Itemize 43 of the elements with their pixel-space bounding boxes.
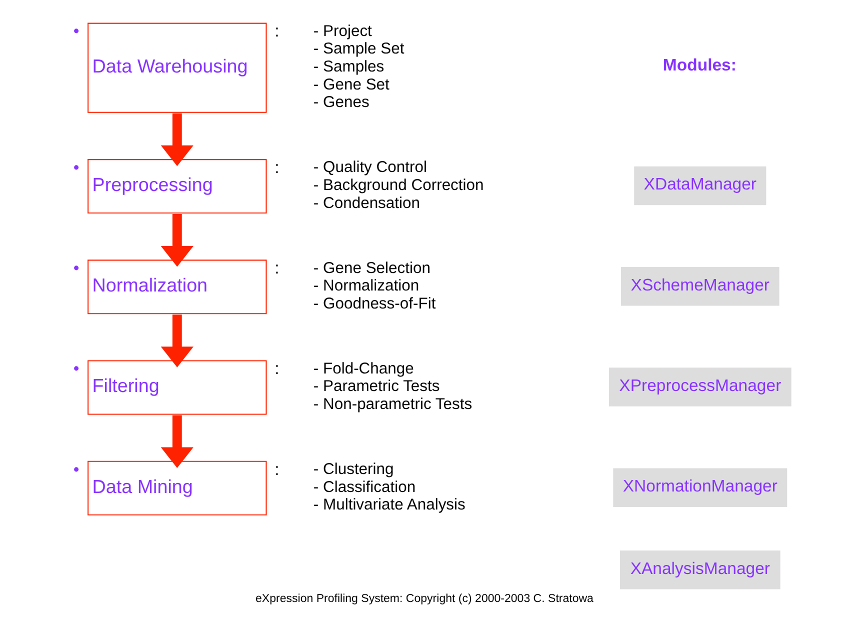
arrow xyxy=(160,113,194,166)
node-label: - Normalization xyxy=(313,278,420,295)
node-label: : xyxy=(274,22,280,41)
node-label: - Non-parametric Tests xyxy=(313,396,472,413)
node-box: Preprocessing xyxy=(88,159,267,214)
node-label: - Gene Set xyxy=(313,76,390,94)
node-label: - Gene Selection xyxy=(313,260,430,277)
node-label: • xyxy=(73,359,80,378)
node-box: Filtering xyxy=(88,360,267,415)
node-label: • xyxy=(73,258,80,278)
node-label: : xyxy=(274,158,280,177)
node-label: - Genes xyxy=(313,94,370,112)
node-label: - Sample Set xyxy=(313,40,404,58)
node-label: - Background Correction xyxy=(313,176,484,194)
node-label: : xyxy=(274,258,280,278)
node-label: - Clustering xyxy=(313,460,394,478)
node-label: • xyxy=(73,158,80,177)
node-box: Normalization xyxy=(88,260,267,314)
node-label: - Multivariate Analysis xyxy=(313,496,466,514)
node-box: XPreprocessManager xyxy=(608,368,792,406)
caption: eXpression Profiling System: Copyright (c) 2000-2003 C. Stratowa xyxy=(256,593,594,606)
label: Modules: xyxy=(662,55,736,74)
node-label: : xyxy=(274,359,280,378)
node-label: • xyxy=(73,22,80,41)
node-label: - Classification xyxy=(313,478,416,496)
node-label: • xyxy=(73,460,80,479)
node-box: XAnalysisManager xyxy=(620,550,780,590)
node-box: XDataManager xyxy=(634,166,766,206)
node-label: - Quality Control xyxy=(313,159,427,176)
node-label: - Samples xyxy=(313,58,384,76)
node-box: Data Warehousing xyxy=(88,22,267,113)
arrow xyxy=(160,214,194,267)
node-label: - Project xyxy=(313,22,372,40)
node-label: - Parametric Tests xyxy=(313,378,440,396)
arrow xyxy=(160,314,194,368)
node-label: : xyxy=(274,460,280,479)
node-box: XSchemeManager xyxy=(621,266,780,306)
node-label: - Fold-Change xyxy=(313,360,414,378)
node-label: - Goodness-of-Fit xyxy=(313,295,436,312)
node-box: XNormationManager xyxy=(613,468,788,507)
node-label: - Condensation xyxy=(313,194,420,212)
arrow xyxy=(160,415,194,468)
node-box: Data Mining xyxy=(88,460,267,516)
